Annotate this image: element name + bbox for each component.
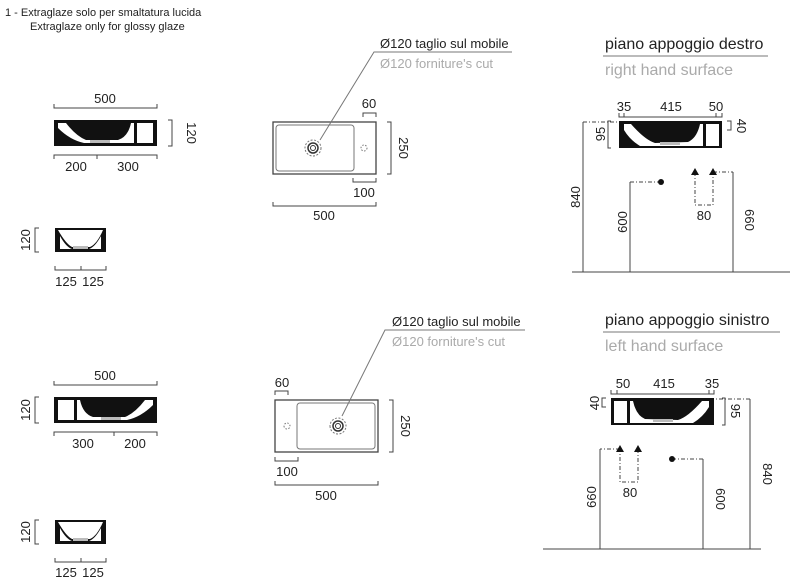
top-view-left: Ø120 taglio sul mobile Ø120 forniture's … bbox=[274, 314, 525, 503]
side-left: 125 bbox=[55, 274, 77, 289]
dim-500: 500 bbox=[315, 488, 337, 503]
front-width: 500 bbox=[94, 91, 116, 106]
dim-60: 60 bbox=[362, 96, 376, 111]
dim-840: 840 bbox=[760, 463, 775, 485]
dim-100: 100 bbox=[276, 464, 298, 479]
dim-600: 600 bbox=[615, 211, 630, 233]
dim-35: 35 bbox=[705, 376, 719, 391]
front-view-right: 500 120 200 300 bbox=[53, 91, 199, 174]
dim-40: 40 bbox=[734, 119, 749, 133]
dim-60: 60 bbox=[275, 375, 289, 390]
side-view-right: 120 125 125 bbox=[18, 227, 107, 289]
wall-view-left: piano appoggio sinistro left hand surfac… bbox=[542, 312, 780, 550]
side-height: 120 bbox=[18, 229, 33, 251]
front-width: 500 bbox=[94, 368, 116, 383]
wall-title-it: piano appoggio sinistro bbox=[605, 312, 770, 329]
side-left: 125 bbox=[55, 565, 77, 579]
note-line-1: 1 - Extraglaze solo per smaltatura lucid… bbox=[5, 7, 202, 19]
front-right: 200 bbox=[124, 436, 146, 451]
dim-250: 250 bbox=[396, 137, 411, 159]
top-view-right: Ø120 taglio sul mobile Ø120 forniture's … bbox=[272, 36, 512, 223]
dim-80: 80 bbox=[697, 208, 711, 223]
dim-50: 50 bbox=[709, 99, 723, 114]
cut-label-it: Ø120 taglio sul mobile bbox=[392, 314, 521, 329]
dim-100: 100 bbox=[353, 185, 375, 200]
side-right: 125 bbox=[82, 565, 104, 579]
cut-label-it: Ø120 taglio sul mobile bbox=[380, 36, 509, 51]
dim-840: 840 bbox=[568, 186, 583, 208]
wall-title-en: right hand surface bbox=[605, 62, 733, 79]
dim-415: 415 bbox=[653, 376, 675, 391]
side-right: 125 bbox=[82, 274, 104, 289]
dim-80: 80 bbox=[623, 485, 637, 500]
dim-660: 660 bbox=[742, 209, 757, 231]
dim-35: 35 bbox=[617, 99, 631, 114]
front-height: 120 bbox=[184, 122, 199, 144]
dim-95: 95 bbox=[728, 404, 743, 418]
dim-500: 500 bbox=[313, 208, 335, 223]
dim-40: 40 bbox=[587, 396, 602, 410]
dim-50: 50 bbox=[616, 376, 630, 391]
dim-600: 600 bbox=[713, 488, 728, 510]
cut-label-en: Ø120 forniture's cut bbox=[392, 334, 505, 349]
front-left: 200 bbox=[65, 159, 87, 174]
wall-title-en: left hand surface bbox=[605, 338, 723, 355]
dim-250: 250 bbox=[398, 415, 413, 437]
front-right: 300 bbox=[117, 159, 139, 174]
note-line-2: Extraglaze only for glossy glaze bbox=[30, 21, 185, 33]
wall-view-right: piano appoggio destro right hand surface… bbox=[568, 36, 791, 273]
front-height: 120 bbox=[18, 399, 33, 421]
dim-660: 660 bbox=[584, 486, 599, 508]
front-view-left: 500 120 300 200 bbox=[18, 368, 158, 451]
front-left: 300 bbox=[72, 436, 94, 451]
side-view-left: 120 125 125 bbox=[18, 519, 107, 579]
wall-title-it: piano appoggio destro bbox=[605, 36, 763, 53]
side-height: 120 bbox=[18, 521, 33, 543]
cut-label-en: Ø120 forniture's cut bbox=[380, 56, 493, 71]
dim-415: 415 bbox=[660, 99, 682, 114]
dim-95: 95 bbox=[593, 127, 608, 141]
